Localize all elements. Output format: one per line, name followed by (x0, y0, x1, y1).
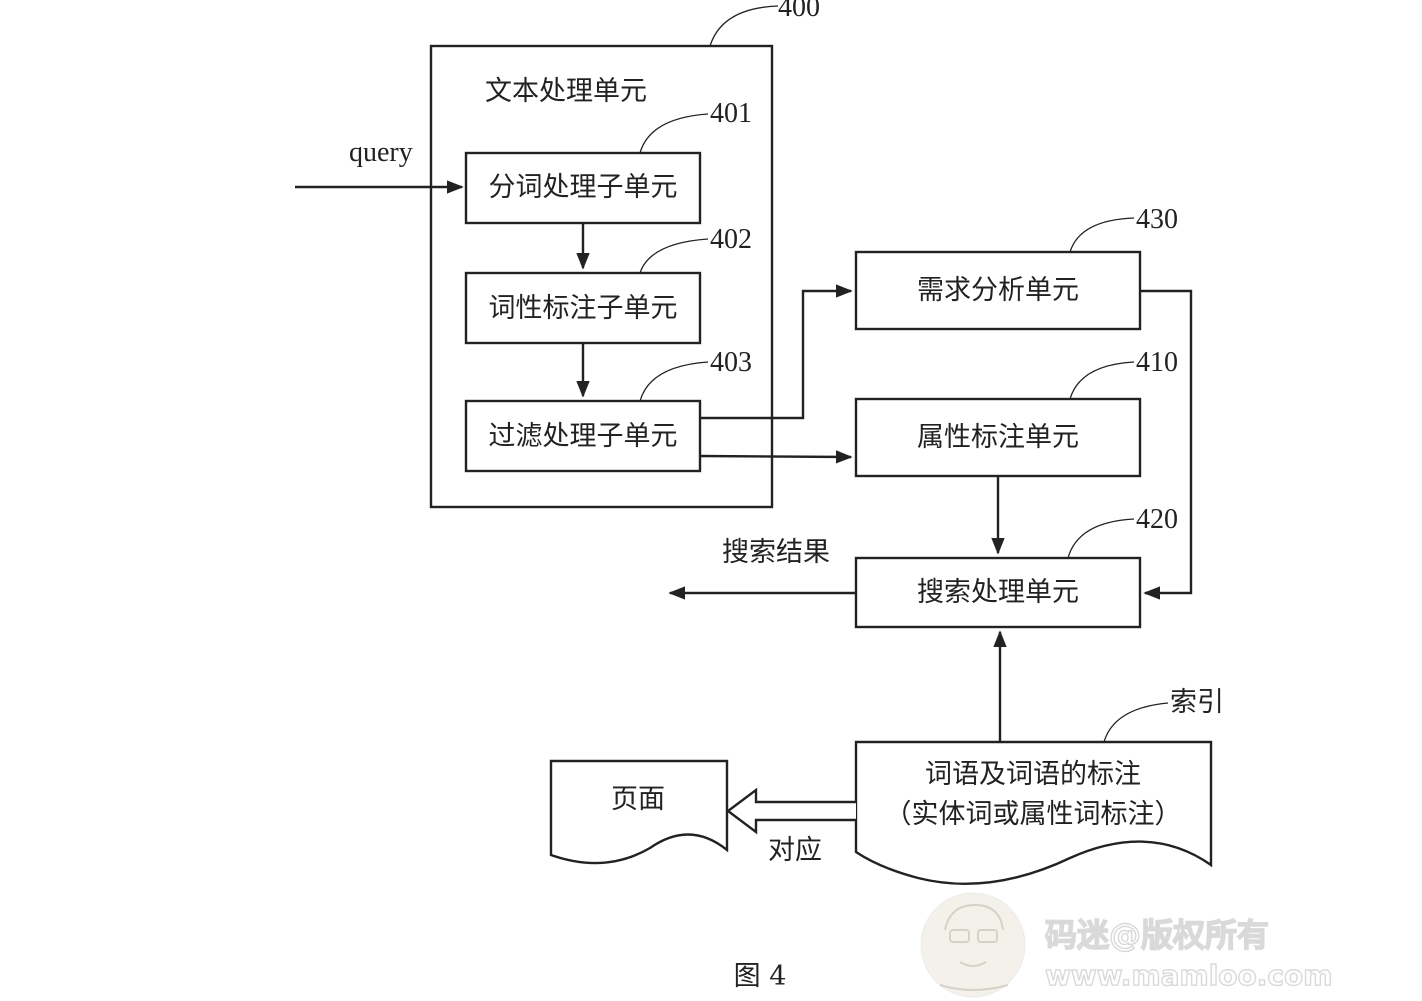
demand-analysis-unit-label: 需求分析单元 (917, 275, 1079, 306)
index-document (854, 740, 1213, 885)
pos-tagging-subunit-label: 词性标注子单元 (489, 293, 678, 324)
arrow-430-to-420 (1140, 289, 1193, 600)
search-result-label: 搜索结果 (722, 537, 830, 568)
ref-430: 430 (1136, 204, 1178, 235)
leader-410 (1069, 361, 1135, 400)
page-label: 页面 (611, 784, 665, 815)
attribute-tagging-unit-box (854, 397, 1142, 478)
ref-402: 402 (710, 224, 752, 255)
leader-420 (1067, 518, 1135, 559)
correspond-label: 对应 (768, 835, 822, 866)
leader-402 (639, 238, 709, 274)
segmentation-subunit-box (464, 151, 702, 225)
arrow-403-to-410 (699, 450, 853, 464)
watermark: 码迷@版权所有 www.mamloo.com (920, 892, 1333, 998)
filter-subunit-label: 过滤处理子单元 (489, 421, 678, 452)
leader-430 (1069, 217, 1135, 253)
segmentation-subunit-label: 分词处理子单元 (489, 172, 678, 203)
page-document (549, 759, 729, 865)
index-line1: 词语及词语的标注 (925, 759, 1141, 790)
ref-401: 401 (710, 98, 752, 129)
ref-403: 403 (710, 347, 752, 378)
leader-400 (709, 5, 779, 47)
arrow-403-to-430 (700, 284, 853, 420)
watermark-line1: 码迷@版权所有 (1045, 916, 1269, 954)
ref-400: 400 (778, 0, 820, 23)
text-processing-unit-title: 文本处理单元 (485, 76, 647, 107)
ref-420: 420 (1136, 504, 1178, 535)
search-processing-unit-label: 搜索处理单元 (917, 577, 1079, 608)
leader-401 (639, 113, 709, 154)
watermark-avatar-icon (939, 903, 1009, 991)
ref-410: 410 (1136, 347, 1178, 378)
filter-subunit-box (464, 399, 702, 473)
figure-caption: 图 4 (734, 961, 787, 992)
watermark-line2: www.mamloo.com (1045, 959, 1332, 992)
leader-403 (639, 361, 709, 402)
index-ref-label: 索引 (1170, 687, 1224, 718)
leader-index (1103, 702, 1169, 743)
query-label: query (349, 137, 413, 168)
correspond-hollow-arrow (726, 787, 856, 835)
attribute-tagging-unit-label: 属性标注单元 (917, 422, 1079, 453)
search-processing-unit-box (854, 556, 1142, 629)
index-line2: （实体词或属性词标注） (885, 799, 1182, 830)
